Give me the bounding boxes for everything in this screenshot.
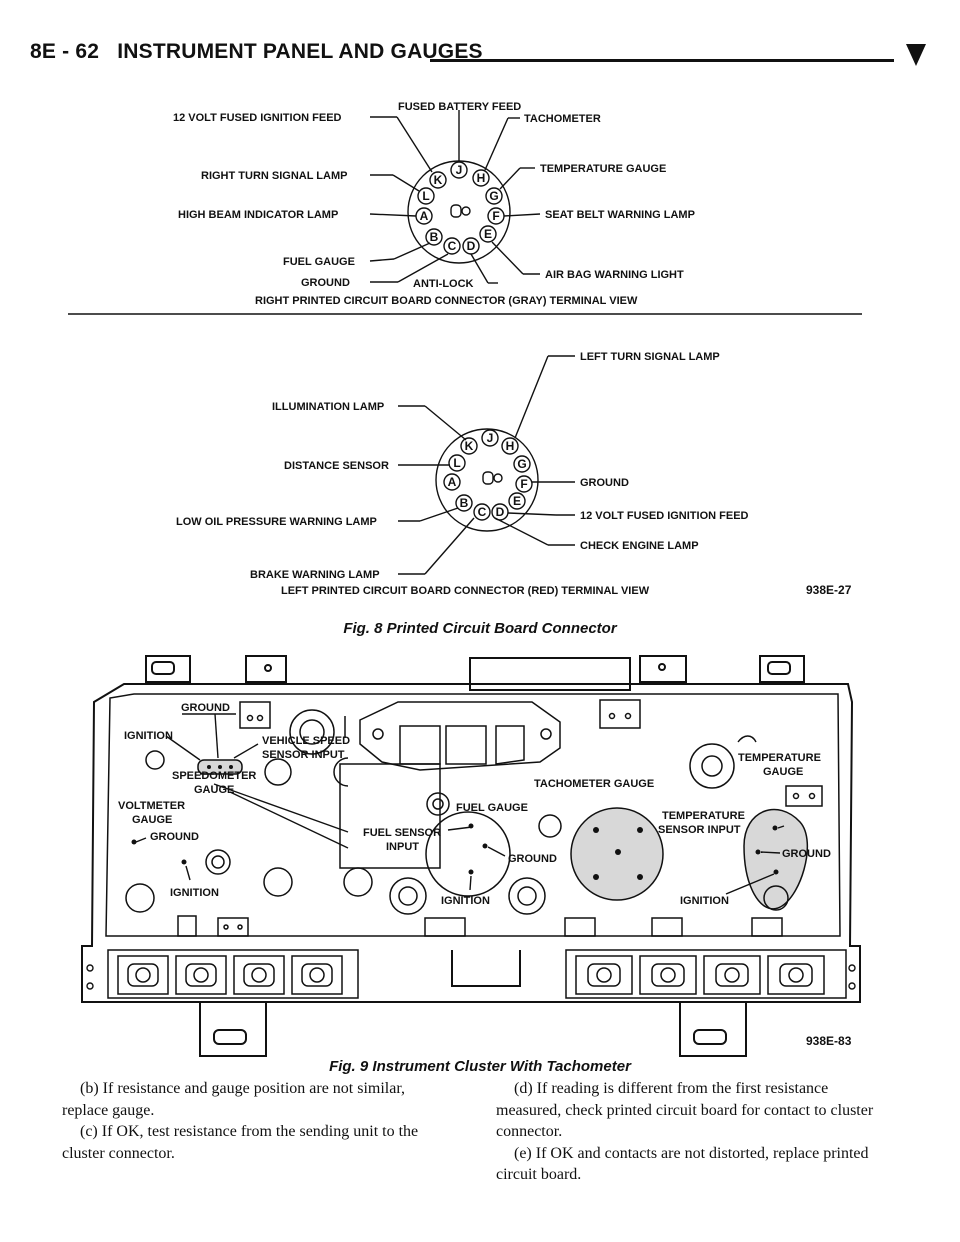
label-ignition-feed: 12 VOLT FUSED IGNITION FEED bbox=[173, 112, 342, 124]
label-ignition-fuel: IGNITION bbox=[441, 895, 490, 907]
label-speedometer-1: SPEEDOMETER bbox=[172, 770, 256, 782]
figure-9-caption: Fig. 9 Instrument Cluster With Tachomete… bbox=[329, 1058, 631, 1075]
figure-code: 938E-83 bbox=[806, 1034, 852, 1048]
figure-code: 938E-27 bbox=[806, 583, 852, 597]
label-vss-1: VEHICLE SPEED bbox=[262, 735, 350, 747]
label-vss-2: SENSOR INPUT bbox=[262, 749, 345, 761]
pin-h: H bbox=[477, 171, 486, 185]
label-high-beam: HIGH BEAM INDICATOR LAMP bbox=[178, 209, 338, 221]
left-view-title: LEFT PRINTED CIRCUIT BOARD CONNECTOR (RE… bbox=[281, 585, 650, 597]
pin-f: F bbox=[520, 477, 527, 491]
pin-c: C bbox=[478, 505, 487, 519]
body-column-left: (b) If resistance and gauge position are… bbox=[62, 1078, 454, 1164]
label-ignition-feed: 12 VOLT FUSED IGNITION FEED bbox=[580, 510, 749, 522]
left-connector bbox=[398, 355, 575, 575]
label-ground-temp: GROUND bbox=[782, 848, 831, 860]
pin-e: E bbox=[513, 494, 521, 508]
label-fuel-sensor-2: INPUT bbox=[386, 841, 419, 853]
paragraph-d: (d) If reading is different from the fir… bbox=[496, 1080, 874, 1140]
pin-d: D bbox=[496, 505, 505, 519]
figure-8: J H G F E D C B A L K FUSED BATTERY FEED… bbox=[0, 88, 960, 648]
label-right-turn: RIGHT TURN SIGNAL LAMP bbox=[201, 170, 347, 182]
paragraph-c: (c) If OK, test resistance from the send… bbox=[62, 1123, 419, 1162]
label-ignition-volt: IGNITION bbox=[170, 887, 219, 899]
left-key-icon bbox=[482, 471, 494, 485]
label-fused-battery-feed: FUSED BATTERY FEED bbox=[398, 101, 521, 113]
pin-j: J bbox=[487, 431, 494, 445]
right-view-title: RIGHT PRINTED CIRCUIT BOARD CONNECTOR (G… bbox=[255, 295, 638, 307]
label-temperature-2: GAUGE bbox=[763, 766, 803, 778]
label-fuel-sensor-1: FUEL SENSOR bbox=[363, 827, 441, 839]
label-brake: BRAKE WARNING LAMP bbox=[250, 569, 380, 581]
label-check-engine: CHECK ENGINE LAMP bbox=[580, 540, 699, 552]
label-anti-lock: ANTI-LOCK bbox=[413, 278, 474, 290]
label-ground-top: GROUND bbox=[181, 702, 230, 714]
pin-k: K bbox=[434, 173, 443, 187]
header-text: 8E - 62 INSTRUMENT PANEL AND GAUGES bbox=[30, 40, 483, 64]
pin-b: B bbox=[460, 496, 469, 510]
label-temp-sensor-2: SENSOR INPUT bbox=[658, 824, 741, 836]
pin-l: L bbox=[453, 456, 460, 470]
fig8-diagram: J H G F E D C B A L K FUSED BATTERY FEED… bbox=[68, 101, 862, 597]
pin-h: H bbox=[506, 439, 515, 453]
page-number: 8E - 62 bbox=[30, 40, 100, 63]
label-illumination: ILLUMINATION LAMP bbox=[272, 401, 384, 413]
label-tachometer-gauge: TACHOMETER GAUGE bbox=[534, 778, 654, 790]
label-low-oil: LOW OIL PRESSURE WARNING LAMP bbox=[176, 516, 377, 528]
paragraph-e: (e) If OK and contacts are not distorted… bbox=[496, 1144, 869, 1184]
label-speedometer-2: GAUGE bbox=[194, 784, 234, 796]
label-ground: GROUND bbox=[301, 277, 350, 289]
figure-8-caption: Fig. 8 Printed Circuit Board Connector bbox=[343, 620, 617, 637]
left-connector-body bbox=[435, 428, 539, 532]
right-connector-labels: FUSED BATTERY FEED 12 VOLT FUSED IGNITIO… bbox=[173, 101, 695, 307]
page-header: 8E - 62 INSTRUMENT PANEL AND GAUGES bbox=[30, 40, 930, 74]
left-pin-labels: J H G F E D C B A L K bbox=[448, 431, 528, 519]
pin-a: A bbox=[420, 209, 429, 223]
label-air-bag: AIR BAG WARNING LIGHT bbox=[545, 269, 684, 281]
figure-9: GROUND IGNITION VEHICLE SPEED SENSOR INP… bbox=[0, 650, 960, 1062]
pin-a: A bbox=[448, 475, 457, 489]
cluster-housing bbox=[81, 655, 861, 1057]
left-connector-labels: LEFT TURN SIGNAL LAMP ILLUMINATION LAMP … bbox=[176, 351, 852, 597]
fig9-diagram: GROUND IGNITION VEHICLE SPEED SENSOR INP… bbox=[81, 655, 861, 1057]
pin-j: J bbox=[456, 163, 463, 177]
cluster-labels: GROUND IGNITION VEHICLE SPEED SENSOR INP… bbox=[118, 702, 852, 1048]
label-voltmeter-2: GAUGE bbox=[132, 814, 172, 826]
pin-e: E bbox=[484, 227, 492, 241]
label-temperature-1: TEMPERATURE bbox=[738, 752, 821, 764]
section-title: INSTRUMENT PANEL AND GAUGES bbox=[117, 40, 483, 63]
label-temperature-gauge: TEMPERATURE GAUGE bbox=[540, 163, 666, 175]
label-ground: GROUND bbox=[580, 477, 629, 489]
right-connector bbox=[369, 110, 541, 284]
pin-l: L bbox=[422, 189, 429, 203]
pin-f: F bbox=[492, 209, 499, 223]
label-ground-volt: GROUND bbox=[150, 831, 199, 843]
pin-g: G bbox=[489, 189, 498, 203]
body-column-right: (d) If reading is different from the fir… bbox=[496, 1078, 888, 1186]
pin-g: G bbox=[517, 457, 526, 471]
pin-k: K bbox=[465, 439, 474, 453]
triangle-icon bbox=[906, 44, 926, 66]
left-key-hole-icon bbox=[493, 473, 503, 483]
label-tachometer: TACHOMETER bbox=[524, 113, 601, 125]
right-key-hole-icon bbox=[461, 206, 471, 216]
label-voltmeter-1: VOLTMETER bbox=[118, 800, 185, 812]
header-rule bbox=[430, 59, 894, 62]
label-ignition-left: IGNITION bbox=[124, 730, 173, 742]
pin-c: C bbox=[448, 239, 457, 253]
label-temp-sensor-1: TEMPERATURE bbox=[662, 810, 745, 822]
label-distance-sensor: DISTANCE SENSOR bbox=[284, 460, 389, 472]
label-seat-belt: SEAT BELT WARNING LAMP bbox=[545, 209, 695, 221]
label-ground-fuel: GROUND bbox=[508, 853, 557, 865]
right-pin-labels: J H G F E D C B A L K bbox=[420, 163, 500, 253]
paragraph-b: (b) If resistance and gauge position are… bbox=[62, 1080, 406, 1119]
label-fuel-gauge: FUEL GAUGE bbox=[283, 256, 355, 268]
label-ignition-temp: IGNITION bbox=[680, 895, 729, 907]
right-key-icon bbox=[450, 204, 462, 218]
pin-b: B bbox=[430, 230, 439, 244]
label-fuel-gauge: FUEL GAUGE bbox=[456, 802, 528, 814]
label-left-turn: LEFT TURN SIGNAL LAMP bbox=[580, 351, 720, 363]
pin-d: D bbox=[467, 239, 476, 253]
